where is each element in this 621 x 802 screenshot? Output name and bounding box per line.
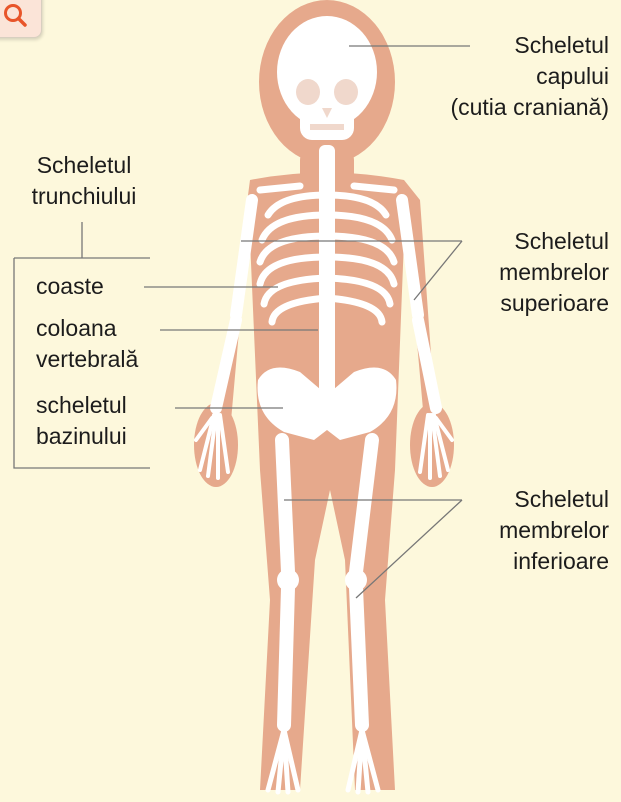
label-pelvis: scheletul bazinului (36, 390, 127, 452)
label-skull: Scheletul capului (cutia craniană) (450, 30, 609, 123)
label-spine: coloana vertebrală (36, 313, 138, 375)
knee-caps (277, 569, 367, 591)
spine (319, 145, 335, 400)
search-button[interactable] (0, 0, 42, 38)
label-ribs: coaste (36, 271, 104, 302)
magnifier-icon (3, 3, 29, 29)
label-lower-limbs: Scheletul membrelor inferioare (499, 484, 609, 577)
label-trunk: Scheletul trunchiului (4, 150, 164, 212)
label-upper-limbs: Scheletul membrelor superioare (499, 226, 609, 319)
